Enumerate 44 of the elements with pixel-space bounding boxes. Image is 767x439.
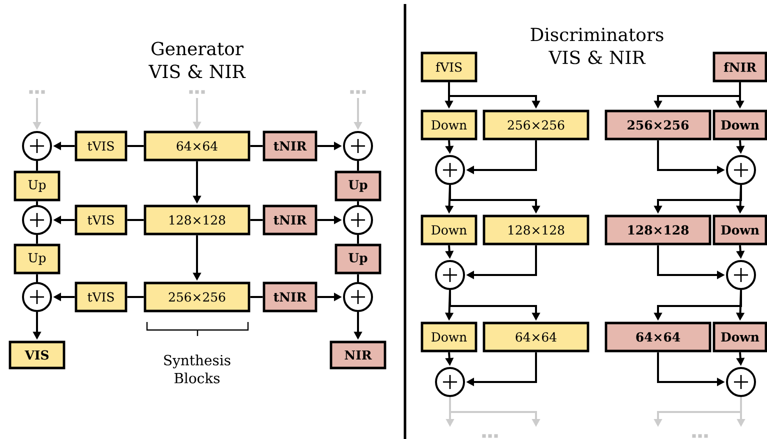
block-box: Up xyxy=(334,170,382,202)
block-box: Down xyxy=(712,322,767,352)
block-box: Down xyxy=(420,322,478,352)
block-box: Up xyxy=(334,244,382,274)
sum-node xyxy=(435,155,465,185)
block-box: Down xyxy=(420,110,478,140)
heading: Generator VIS & NIR xyxy=(148,42,246,78)
block-box: tVIS xyxy=(74,130,128,162)
block-box: Down xyxy=(420,214,478,246)
block-box: Down xyxy=(712,214,767,246)
block-box: 128×128 xyxy=(482,214,590,246)
block-box: tNIR xyxy=(262,204,318,236)
block-box: 64×64 xyxy=(482,322,590,352)
block-box: tVIS xyxy=(74,204,128,236)
block-box: 64×64 xyxy=(144,130,250,162)
block-box: fVIS xyxy=(420,52,478,82)
block-box: 128×128 xyxy=(144,204,250,236)
block-box: 64×64 xyxy=(604,322,712,352)
sum-node xyxy=(343,282,373,312)
sum-node xyxy=(343,205,373,235)
block-box: tVIS xyxy=(74,282,128,312)
block-box: Up xyxy=(14,170,60,202)
sum-node xyxy=(435,367,465,397)
sum-node xyxy=(726,155,756,185)
block-box: tNIR xyxy=(262,282,318,312)
sum-node xyxy=(22,282,52,312)
block-box: tNIR xyxy=(262,130,318,162)
heading: Discriminators VIS & NIR xyxy=(530,28,664,64)
heading: Synthesis Blocks xyxy=(164,354,230,384)
sum-node xyxy=(22,131,52,161)
block-box: 256×256 xyxy=(604,110,712,140)
block-box: fNIR xyxy=(712,52,767,82)
sum-node xyxy=(435,260,465,290)
block-box: Up xyxy=(14,244,60,274)
sum-node xyxy=(726,260,756,290)
sum-node xyxy=(726,367,756,397)
block-box: 256×256 xyxy=(144,282,250,312)
block-box: VIS xyxy=(8,340,66,370)
block-box: 256×256 xyxy=(482,110,590,140)
sum-node xyxy=(22,205,52,235)
block-box: NIR xyxy=(330,340,386,370)
block-box: Down xyxy=(712,110,767,140)
block-box: 128×128 xyxy=(604,214,712,246)
sum-node xyxy=(343,131,373,161)
